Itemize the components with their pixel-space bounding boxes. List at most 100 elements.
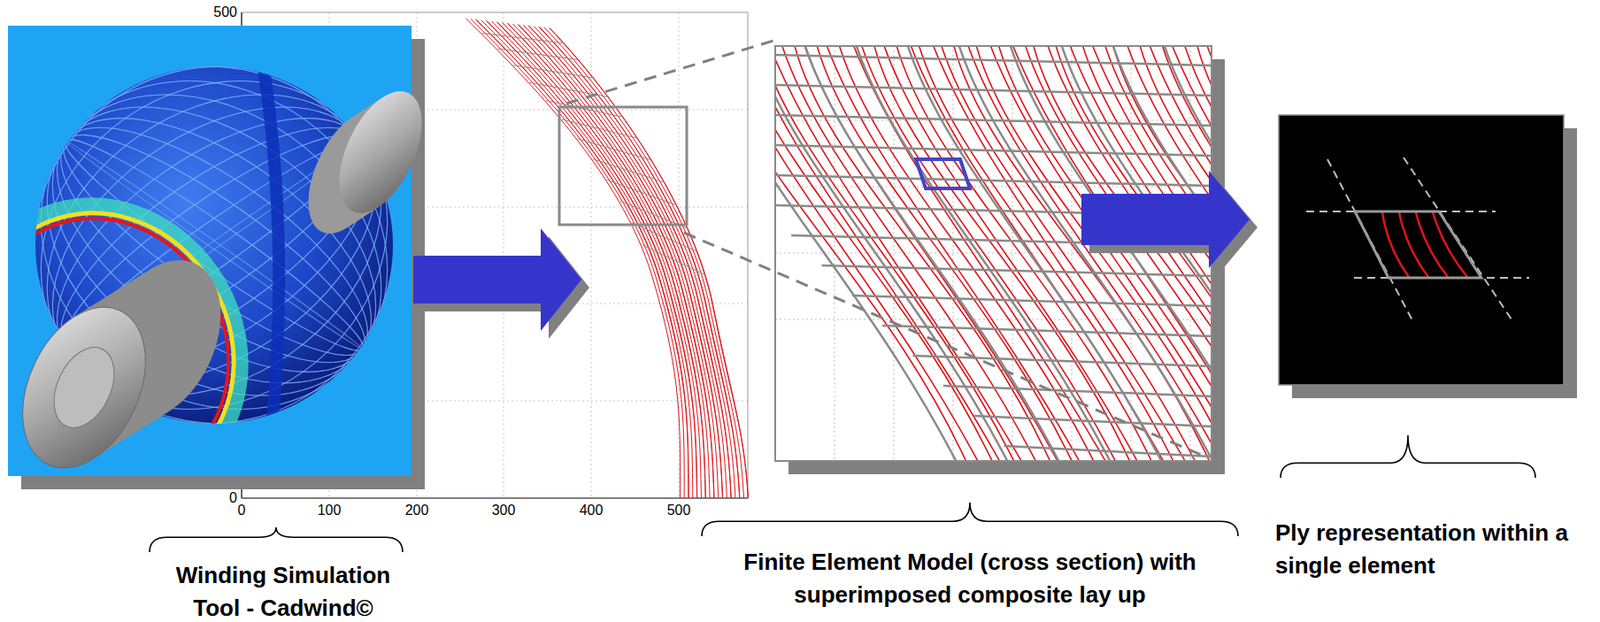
winding-band (0, 172, 277, 526)
axis-tick-label: 0 (201, 490, 238, 507)
ply-curve (1101, 46, 1212, 462)
plot-frame (241, 12, 748, 14)
ply-curve (1123, 46, 1212, 462)
winding-line (1, 50, 426, 440)
winding-line (0, 32, 439, 459)
label-slot: 500 (652, 502, 706, 519)
ply-curve (1088, 46, 1212, 462)
ply-curve (1159, 46, 1212, 462)
winding-image (0, 0, 465, 545)
ply-curve (823, 46, 1089, 462)
mesh-line (1004, 446, 1212, 457)
ply-line (1415, 212, 1448, 277)
zoom-leader (684, 232, 1208, 458)
block-arrow (413, 228, 582, 331)
ply-curve (1044, 46, 1212, 462)
ply-curve (775, 46, 974, 462)
mesh-line (546, 100, 625, 118)
mesh-line (822, 265, 1212, 277)
axis-tick-label: 400 (564, 502, 618, 519)
label-slot: 0 (215, 502, 269, 519)
boss (0, 287, 170, 488)
ply-line (1399, 212, 1429, 277)
ply-curve (1137, 46, 1212, 462)
winding-line (1, 50, 426, 440)
ply-panel (1278, 115, 1577, 399)
winding-line (1, 50, 426, 440)
label-slot: Winding Simulation Tool - Cadwind© (150, 559, 416, 622)
ply-curve (544, 27, 745, 499)
grid-line (1012, 46, 1014, 462)
zoom-leader (566, 40, 774, 104)
grid-line (775, 319, 1212, 321)
mesh-line (482, 33, 566, 45)
ply-curve (550, 28, 749, 499)
plot-frame (747, 12, 749, 499)
mesh-line (631, 223, 699, 253)
winding-band (260, 46, 279, 449)
label-slot: 100 (302, 502, 356, 519)
label-slot: 300 (476, 502, 531, 519)
mesh-line (973, 415, 1212, 427)
ply-curve (800, 46, 1067, 462)
mesh-line (561, 119, 639, 139)
ply-curve (858, 46, 1124, 462)
ply-curve (775, 46, 1031, 462)
ply-curve (973, 46, 1212, 462)
caption-label: Ply representation within a single eleme… (1275, 516, 1594, 583)
element-highlight (915, 159, 970, 189)
label-slot: Finite Element Model (cross section) wit… (713, 546, 1227, 612)
label-slot: 400 (564, 502, 618, 519)
mesh-line (882, 325, 1212, 337)
winding-line (0, 32, 439, 459)
mesh-line (775, 84, 1212, 96)
mesh-line (775, 145, 1212, 156)
boss-hub (42, 338, 127, 438)
mesh-line (1058, 46, 1212, 462)
ply-curve (775, 46, 987, 462)
mesh-line (497, 48, 580, 61)
label-slot: Ply representation within a single eleme… (1275, 516, 1594, 583)
mesh-line (852, 295, 1212, 307)
arrows-and-braces (149, 170, 1536, 553)
ply-curve (1181, 46, 1212, 462)
ply-curve (893, 46, 1160, 462)
mesh-line (513, 65, 595, 79)
winding-band (0, 165, 284, 534)
axis-tick-label: 500 (652, 502, 706, 519)
axis-tick-label: 500 (201, 4, 238, 21)
zoom-content (775, 46, 1212, 462)
mesh-line (775, 54, 1212, 66)
zoom-frame (559, 107, 687, 225)
mesh-line (1161, 46, 1212, 462)
image-background (7, 25, 412, 477)
panel-background (775, 46, 1212, 462)
axis-tick-label: 300 (476, 502, 531, 519)
panel-background (1278, 115, 1564, 385)
axis-tick-label: 100 (302, 502, 356, 519)
brace (149, 527, 403, 553)
block-arrow (1081, 170, 1250, 269)
mesh-line (775, 175, 1212, 186)
ply-curve (1168, 46, 1212, 462)
brace (701, 502, 1239, 537)
brace (1280, 435, 1536, 478)
mesh-line (955, 46, 1212, 462)
panel-frame (775, 46, 1212, 462)
winding-pattern (0, 0, 465, 545)
winding-line (0, 32, 439, 459)
mesh-line (913, 355, 1212, 367)
caption-label: Finite Element Model (cross section) wit… (713, 546, 1227, 612)
mesh-line (1109, 46, 1212, 462)
element-outline (1354, 211, 1482, 278)
caption-label: Winding Simulation Tool - Cadwind© (150, 559, 416, 622)
mesh-line (577, 138, 654, 161)
mesh-line (943, 385, 1212, 397)
axis-tick-label: 0 (215, 502, 269, 519)
x-axis (241, 497, 748, 499)
winding-line (1, 50, 426, 440)
winding-band (0, 154, 294, 546)
mesh-line (642, 245, 708, 276)
mesh-line (775, 115, 1212, 126)
label-slot: 0 (201, 490, 238, 507)
